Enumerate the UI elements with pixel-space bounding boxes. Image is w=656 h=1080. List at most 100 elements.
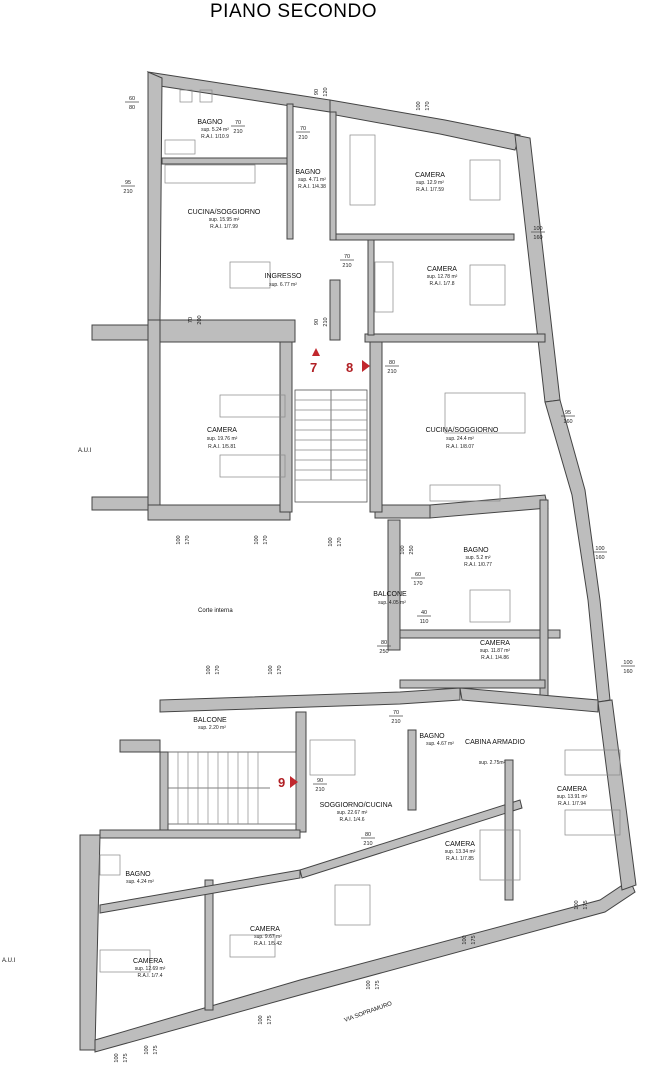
room-ingresso: INGRESSO sup. 6.77 m² bbox=[265, 273, 303, 288]
wall-lower-east bbox=[597, 699, 637, 891]
wall-mid-south bbox=[147, 504, 291, 521]
room-balcone-2: BALCONE sup. 2.20 m² bbox=[193, 717, 227, 731]
svg-text:80: 80 bbox=[365, 832, 371, 838]
wall-internal-5 bbox=[159, 319, 296, 343]
svg-text:175: 175 bbox=[471, 935, 477, 944]
svg-text:175: 175 bbox=[583, 900, 589, 909]
svg-text:sup. 22.67 m²: sup. 22.67 m² bbox=[337, 810, 368, 816]
svg-text:sup. 4.24 m²: sup. 4.24 m² bbox=[126, 879, 154, 885]
svg-text:60: 60 bbox=[129, 96, 135, 102]
wall-mid-west bbox=[147, 319, 161, 511]
svg-text:R.A.I. 1/7.85: R.A.I. 1/7.85 bbox=[446, 856, 474, 862]
room-bagno-1: BAGNO sup. 5.24 m² R.A.I. 1/10.9 bbox=[197, 119, 229, 140]
svg-text:CAMERA: CAMERA bbox=[480, 640, 510, 647]
wall-internal-3 bbox=[329, 111, 337, 241]
svg-text:sup. 5.24 m²: sup. 5.24 m² bbox=[201, 127, 229, 133]
room-cabina-armadio: CABINA ARMADIO sup. 2.75m² bbox=[465, 739, 525, 766]
svg-text:100: 100 bbox=[258, 1015, 264, 1024]
wall-internal-12 bbox=[295, 711, 307, 833]
svg-text:BAGNO: BAGNO bbox=[197, 119, 223, 126]
svg-text:CAMERA: CAMERA bbox=[557, 786, 587, 793]
wall-balcony-frame bbox=[387, 519, 401, 651]
svg-text:250: 250 bbox=[379, 649, 388, 655]
wall-internal-13 bbox=[99, 829, 301, 839]
unit-8-marker bbox=[362, 360, 370, 372]
stair-treads-upper bbox=[295, 399, 367, 481]
wall-internal-17 bbox=[204, 879, 214, 1011]
unit-7-marker bbox=[312, 348, 320, 356]
wall-shaft bbox=[329, 279, 341, 341]
svg-text:210: 210 bbox=[342, 263, 351, 269]
stair-lower bbox=[167, 751, 297, 825]
svg-text:CUCINA/SOGGIORNO: CUCINA/SOGGIORNO bbox=[426, 427, 499, 434]
svg-text:CAMERA: CAMERA bbox=[427, 266, 457, 273]
svg-text:BAGNO: BAGNO bbox=[125, 871, 151, 878]
svg-text:CAMERA: CAMERA bbox=[415, 172, 445, 179]
svg-text:sup. 12.78 m²: sup. 12.78 m² bbox=[427, 274, 458, 280]
svg-text:sup. 12.69 m²: sup. 12.69 m² bbox=[135, 966, 166, 972]
svg-text:80: 80 bbox=[129, 105, 135, 111]
svg-text:170: 170 bbox=[185, 535, 191, 544]
svg-text:SOGGIORNO/CUCINA: SOGGIORNO/CUCINA bbox=[320, 802, 393, 809]
room-balcone-1: BALCONE sup. 4.05 m² bbox=[373, 591, 407, 606]
svg-text:60: 60 bbox=[415, 572, 421, 578]
plan-title: PIANO SECONDO bbox=[210, 1, 377, 22]
svg-text:170: 170 bbox=[277, 665, 283, 674]
svg-text:CUCINA/SOGGIORNO: CUCINA/SOGGIORNO bbox=[188, 209, 261, 216]
svg-text:170: 170 bbox=[337, 537, 343, 546]
svg-text:170: 170 bbox=[425, 101, 431, 110]
svg-text:100: 100 bbox=[595, 546, 604, 552]
street-label: VIA SOPRAMURO bbox=[344, 1001, 394, 1024]
wall-lower-west-b bbox=[79, 834, 101, 1051]
unit-7-number: 7 bbox=[310, 360, 317, 375]
room-camera-8: CAMERA sup. 12.69 m² R.A.I. 1/7.4 bbox=[133, 958, 166, 979]
svg-text:sup. 9.67 m²: sup. 9.67 m² bbox=[254, 934, 282, 940]
svg-text:CAMERA: CAMERA bbox=[445, 841, 475, 848]
svg-text:250: 250 bbox=[409, 545, 415, 554]
svg-text:100: 100 bbox=[462, 935, 468, 944]
svg-text:CAMERA: CAMERA bbox=[207, 427, 237, 434]
room-camera-3: CAMERA sup. 19.76 m² R.A.I. 1/5.81 bbox=[207, 427, 238, 450]
svg-text:R.A.I. 1/4.86: R.A.I. 1/4.86 bbox=[481, 655, 509, 661]
svg-text:sup. 13.91 m²: sup. 13.91 m² bbox=[557, 794, 588, 800]
unit-8-number: 8 bbox=[346, 360, 353, 375]
room-camera-5: CAMERA sup. 13.91 m² R.A.I. 1/7.94 bbox=[557, 786, 588, 807]
wall-mid-south-right bbox=[374, 504, 431, 519]
svg-text:100: 100 bbox=[328, 537, 334, 546]
middle-building bbox=[387, 494, 561, 701]
svg-text:BAGNO: BAGNO bbox=[419, 733, 445, 740]
svg-text:175: 175 bbox=[267, 1015, 273, 1024]
svg-text:R.A.I. 1/5.42: R.A.I. 1/5.42 bbox=[254, 941, 282, 947]
wall-upper-west bbox=[147, 71, 163, 321]
svg-text:175: 175 bbox=[375, 980, 381, 989]
unit-markers: 7 8 9 bbox=[278, 348, 370, 790]
svg-text:160: 160 bbox=[595, 555, 604, 561]
svg-text:sup. 15.95 m²: sup. 15.95 m² bbox=[209, 217, 240, 223]
svg-text:sup. 4.05 m²: sup. 4.05 m² bbox=[378, 600, 406, 606]
courtyard-label: Corte interna bbox=[198, 608, 233, 614]
wall-lower-mid-east bbox=[459, 687, 599, 713]
svg-text:210: 210 bbox=[298, 135, 307, 141]
svg-text:100: 100 bbox=[366, 980, 372, 989]
svg-text:sup. 6.77 m²: sup. 6.77 m² bbox=[269, 282, 297, 288]
svg-text:90: 90 bbox=[314, 319, 320, 325]
svg-text:sup. 5.2 m²: sup. 5.2 m² bbox=[465, 555, 490, 561]
svg-text:100: 100 bbox=[144, 1045, 150, 1054]
svg-text:40: 40 bbox=[421, 610, 427, 616]
svg-text:100: 100 bbox=[254, 535, 260, 544]
aui-label-bottom: A.U.I bbox=[2, 958, 16, 964]
unit-9-marker bbox=[290, 776, 298, 788]
svg-text:95: 95 bbox=[125, 180, 131, 186]
